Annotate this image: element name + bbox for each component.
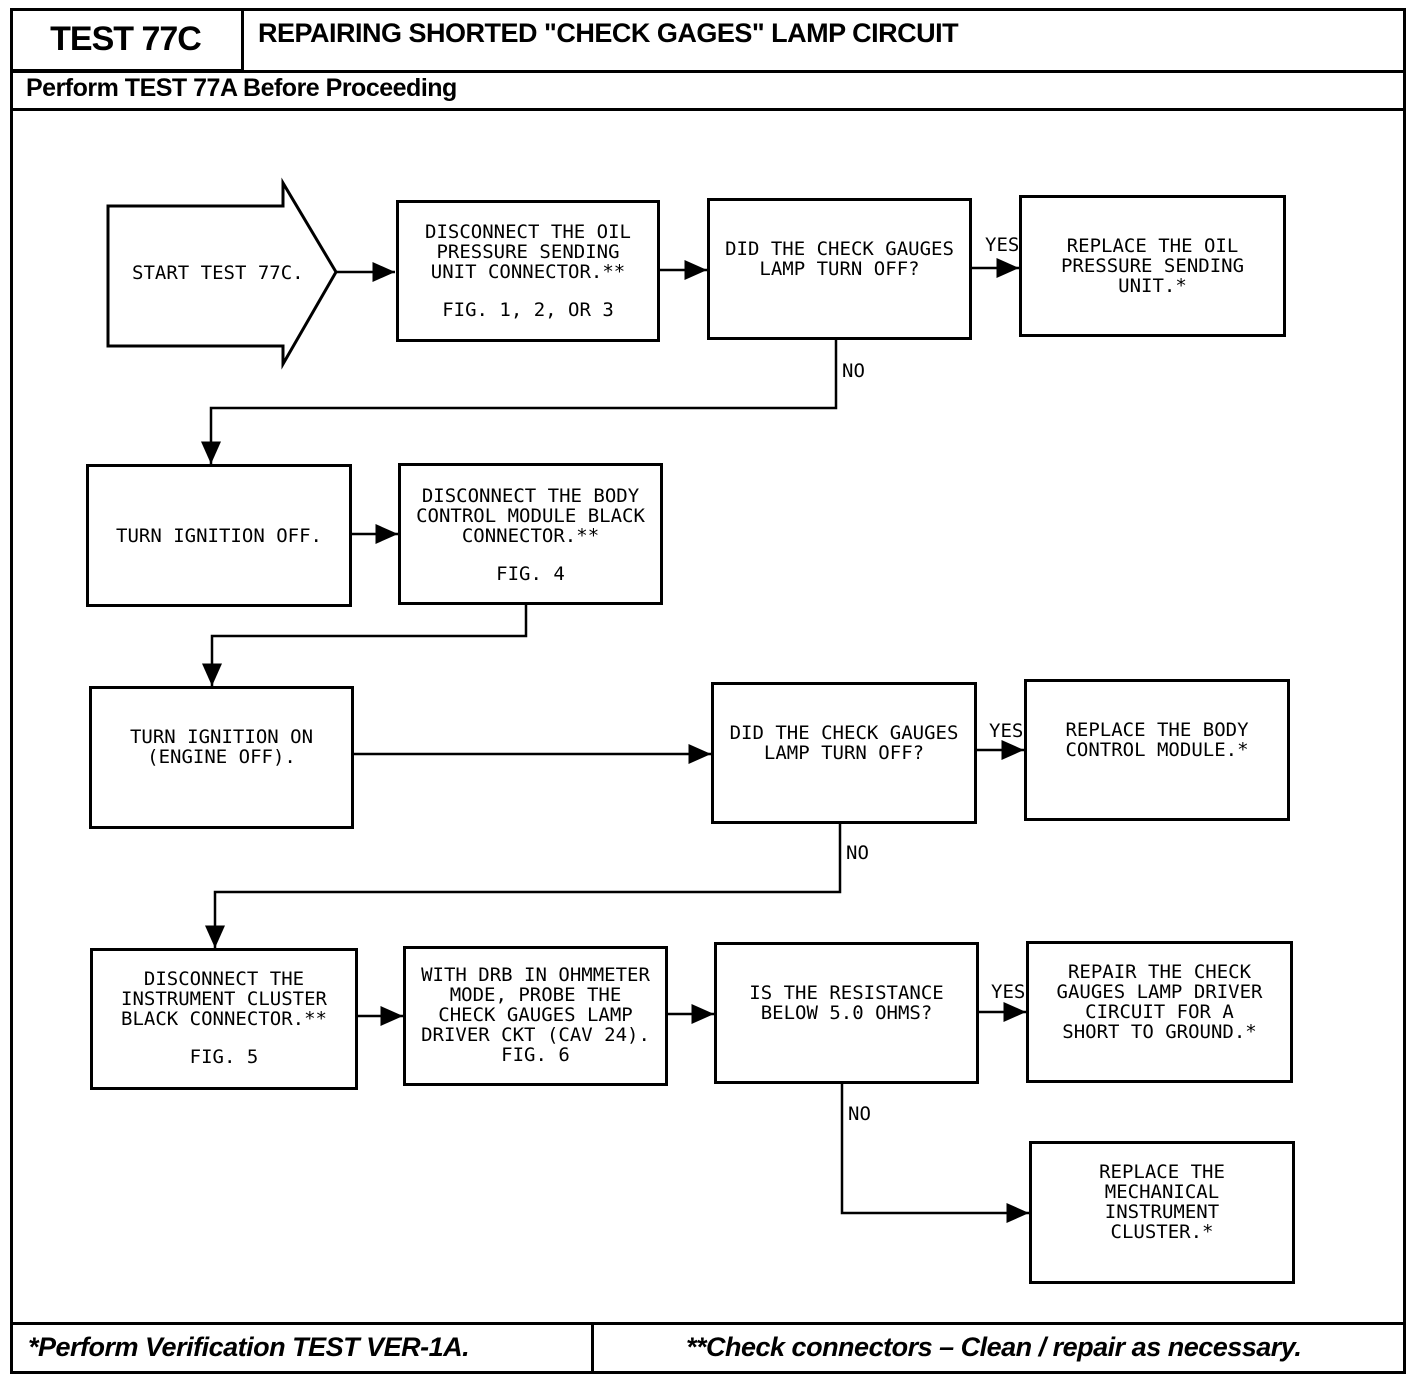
result-repair-driver-circuit: REPAIR THE CHECK GAUGES LAMP DRIVER CIRC…	[1026, 941, 1293, 1083]
yes-label-2: YES	[989, 720, 1024, 742]
step-disconnect-oil-sender-fig: FIG. 1, 2, OR 3	[442, 299, 614, 321]
decision-lamp-off-2: DID THE CHECK GAUGES LAMP TURN OFF?	[711, 682, 977, 824]
no-label-2: NO	[846, 842, 869, 864]
decision-resistance: IS THE RESISTANCE BELOW 5.0 OHMS?	[714, 942, 979, 1084]
page-frame	[10, 8, 1406, 1374]
result-replace-oil-sender: REPLACE THE OIL PRESSURE SENDING UNIT.*	[1019, 195, 1286, 337]
header-divider	[10, 70, 1406, 73]
footer-verification-note: *Perform Verification TEST VER-1A.	[28, 1332, 470, 1362]
yes-label-1: YES	[985, 234, 1020, 256]
yes-label-3: YES	[991, 981, 1026, 1003]
page-title: REPAIRING SHORTED "CHECK GAGES" LAMP CIR…	[258, 18, 959, 48]
result-replace-oil-sender-text: REPLACE THE OIL PRESSURE SENDING UNIT.*	[1060, 235, 1245, 297]
result-replace-cluster-text: REPLACE THE MECHANICAL INSTRUMENT CLUSTE…	[1099, 1161, 1225, 1243]
result-replace-bcm: REPLACE THE BODY CONTROL MODULE.*	[1024, 679, 1290, 821]
step-ignition-on: TURN IGNITION ON (ENGINE OFF).	[89, 686, 354, 829]
result-replace-cluster: REPLACE THE MECHANICAL INSTRUMENT CLUSTE…	[1029, 1141, 1295, 1284]
step-probe-driver-ckt-text: WITH DRB IN OHMMETER MODE, PROBE THE CHE…	[421, 964, 650, 1066]
no-label-1: NO	[842, 360, 865, 382]
start-arrow-shape	[106, 177, 338, 370]
result-repair-driver-circuit-text: REPAIR THE CHECK GAUGES LAMP DRIVER CIRC…	[1056, 961, 1263, 1043]
no-label-3: NO	[848, 1103, 871, 1125]
result-replace-bcm-text: REPLACE THE BODY CONTROL MODULE.*	[1065, 719, 1249, 761]
step-disconnect-bcm-text: DISCONNECT THE BODY CONTROL MODULE BLACK…	[416, 485, 645, 547]
step-disconnect-oil-sender-text: DISCONNECT THE OIL PRESSURE SENDING UNIT…	[425, 221, 631, 283]
step-disconnect-bcm: DISCONNECT THE BODY CONTROL MODULE BLACK…	[398, 463, 663, 605]
footer-divider	[10, 1322, 1406, 1325]
page-subtitle: Perform TEST 77A Before Proceeding	[26, 74, 457, 102]
step-disconnect-oil-sender: DISCONNECT THE OIL PRESSURE SENDING UNIT…	[396, 200, 660, 342]
decision-lamp-off-2-text: DID THE CHECK GAUGES LAMP TURN OFF?	[729, 722, 959, 764]
subtitle-divider	[10, 108, 1406, 111]
step-disconnect-cluster-fig: FIG. 5	[189, 1046, 259, 1068]
step-ignition-on-text: TURN IGNITION ON (ENGINE OFF).	[129, 726, 314, 768]
footer-connector-note: **Check connectors – Clean / repair as n…	[686, 1332, 1302, 1362]
decision-resistance-text: IS THE RESISTANCE BELOW 5.0 OHMS?	[749, 982, 944, 1024]
step-disconnect-cluster-text: DISCONNECT THE INSTRUMENT CLUSTER BLACK …	[121, 968, 327, 1030]
step-ignition-off: TURN IGNITION OFF.	[86, 464, 352, 607]
step-probe-driver-ckt: WITH DRB IN OHMMETER MODE, PROBE THE CHE…	[403, 946, 668, 1086]
step-disconnect-cluster: DISCONNECT THE INSTRUMENT CLUSTER BLACK …	[90, 948, 358, 1090]
step-ignition-off-text: TURN IGNITION OFF.	[116, 524, 322, 547]
footer-separator	[591, 1322, 594, 1374]
decision-lamp-off-1-text: DID THE CHECK GAUGES LAMP TURN OFF?	[725, 238, 954, 280]
start-label: START TEST 77C.	[132, 262, 304, 284]
decision-lamp-off-1: DID THE CHECK GAUGES LAMP TURN OFF?	[707, 198, 972, 340]
step-disconnect-bcm-fig: FIG. 4	[496, 563, 565, 585]
